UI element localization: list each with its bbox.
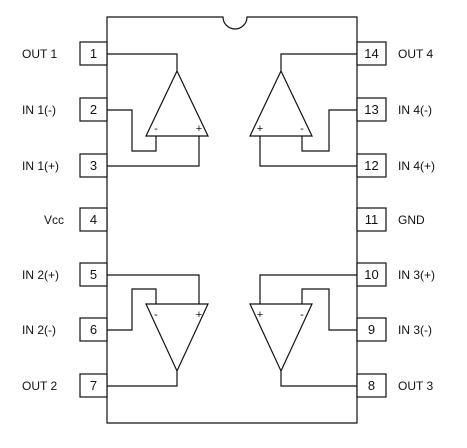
pin-label: OUT 1 (22, 47, 57, 61)
pin-9: 9 (356, 317, 387, 342)
inverting-sign: - (300, 123, 304, 135)
pin-13: 13 (356, 97, 387, 122)
pin-label: IN 1(+) (22, 159, 59, 173)
pin-label: Vcc (44, 213, 64, 227)
pin-number: 1 (90, 46, 97, 61)
opamp-triangle (249, 69, 313, 137)
opamp-triangle (145, 69, 209, 137)
pin-number: 13 (364, 102, 378, 117)
pin-12: 12 (356, 153, 387, 178)
pin-8: 8 (356, 373, 387, 398)
pin-label: OUT 3 (398, 379, 433, 393)
pin-1: 1 (79, 41, 108, 66)
pin-label: GND (398, 213, 425, 227)
pin-10: 10 (356, 262, 387, 287)
inverting-input-wire (107, 109, 157, 152)
ic-package-body (106, 16, 358, 424)
pin-number: 4 (90, 212, 97, 227)
noninverting-sign: + (196, 123, 202, 135)
pin-label: IN 1(-) (22, 103, 56, 117)
inverting-sign: - (154, 123, 158, 135)
inverting-input-wire (301, 288, 357, 331)
pin-number: 11 (365, 212, 379, 227)
pin-number: 14 (364, 46, 378, 61)
output-wire (107, 371, 178, 387)
noninverting-sign: + (196, 309, 202, 321)
output-wire (280, 371, 357, 387)
noninverting-input-wire (107, 136, 200, 167)
pin-label: IN 3(-) (398, 323, 432, 337)
pin-4: 4 (79, 207, 108, 232)
pin-label: IN 2(-) (22, 323, 56, 337)
pin-2: 2 (79, 97, 108, 122)
opamp-3: - + (249, 274, 357, 387)
pin-label: IN 3(+) (398, 268, 435, 282)
pin-label: OUT 4 (398, 47, 433, 61)
opamp-triangle (249, 303, 313, 373)
pin-6: 6 (79, 317, 108, 342)
inverting-input-wire (301, 109, 357, 152)
inverting-sign: - (154, 309, 158, 321)
pin-number: 5 (90, 267, 97, 282)
pin-number: 10 (364, 267, 378, 282)
pin-label: IN 4(+) (398, 159, 435, 173)
output-wire (107, 53, 178, 71)
pin-3: 3 (79, 153, 108, 178)
noninverting-input-wire (107, 274, 200, 304)
noninverting-input-wire (259, 274, 357, 304)
noninverting-sign: + (257, 309, 263, 321)
opamp-2: - + (107, 274, 209, 387)
pin-number: 3 (90, 158, 97, 173)
pin-5: 5 (79, 262, 108, 287)
pin-label: IN 4(-) (398, 103, 432, 117)
noninverting-input-wire (259, 136, 357, 167)
opamp-1: - + (107, 53, 209, 167)
output-wire (280, 53, 357, 71)
pin-label: OUT 2 (22, 379, 57, 393)
pin-number: 2 (90, 102, 97, 117)
opamp-4: - + (249, 53, 357, 167)
pin-number: 12 (364, 158, 378, 173)
inverting-sign: - (300, 309, 304, 321)
opamp-triangle (145, 303, 209, 373)
inverting-input-wire (107, 288, 157, 331)
pin-label: IN 2(+) (22, 268, 59, 282)
pin-number: 6 (90, 322, 97, 337)
pin-number: 7 (90, 378, 97, 393)
noninverting-sign: + (257, 123, 263, 135)
pin-7: 7 (79, 373, 108, 398)
pin-number: 8 (368, 378, 375, 393)
pin-number: 9 (368, 322, 375, 337)
pin-11: 11 (356, 207, 387, 232)
pin-14: 14 (356, 41, 387, 66)
